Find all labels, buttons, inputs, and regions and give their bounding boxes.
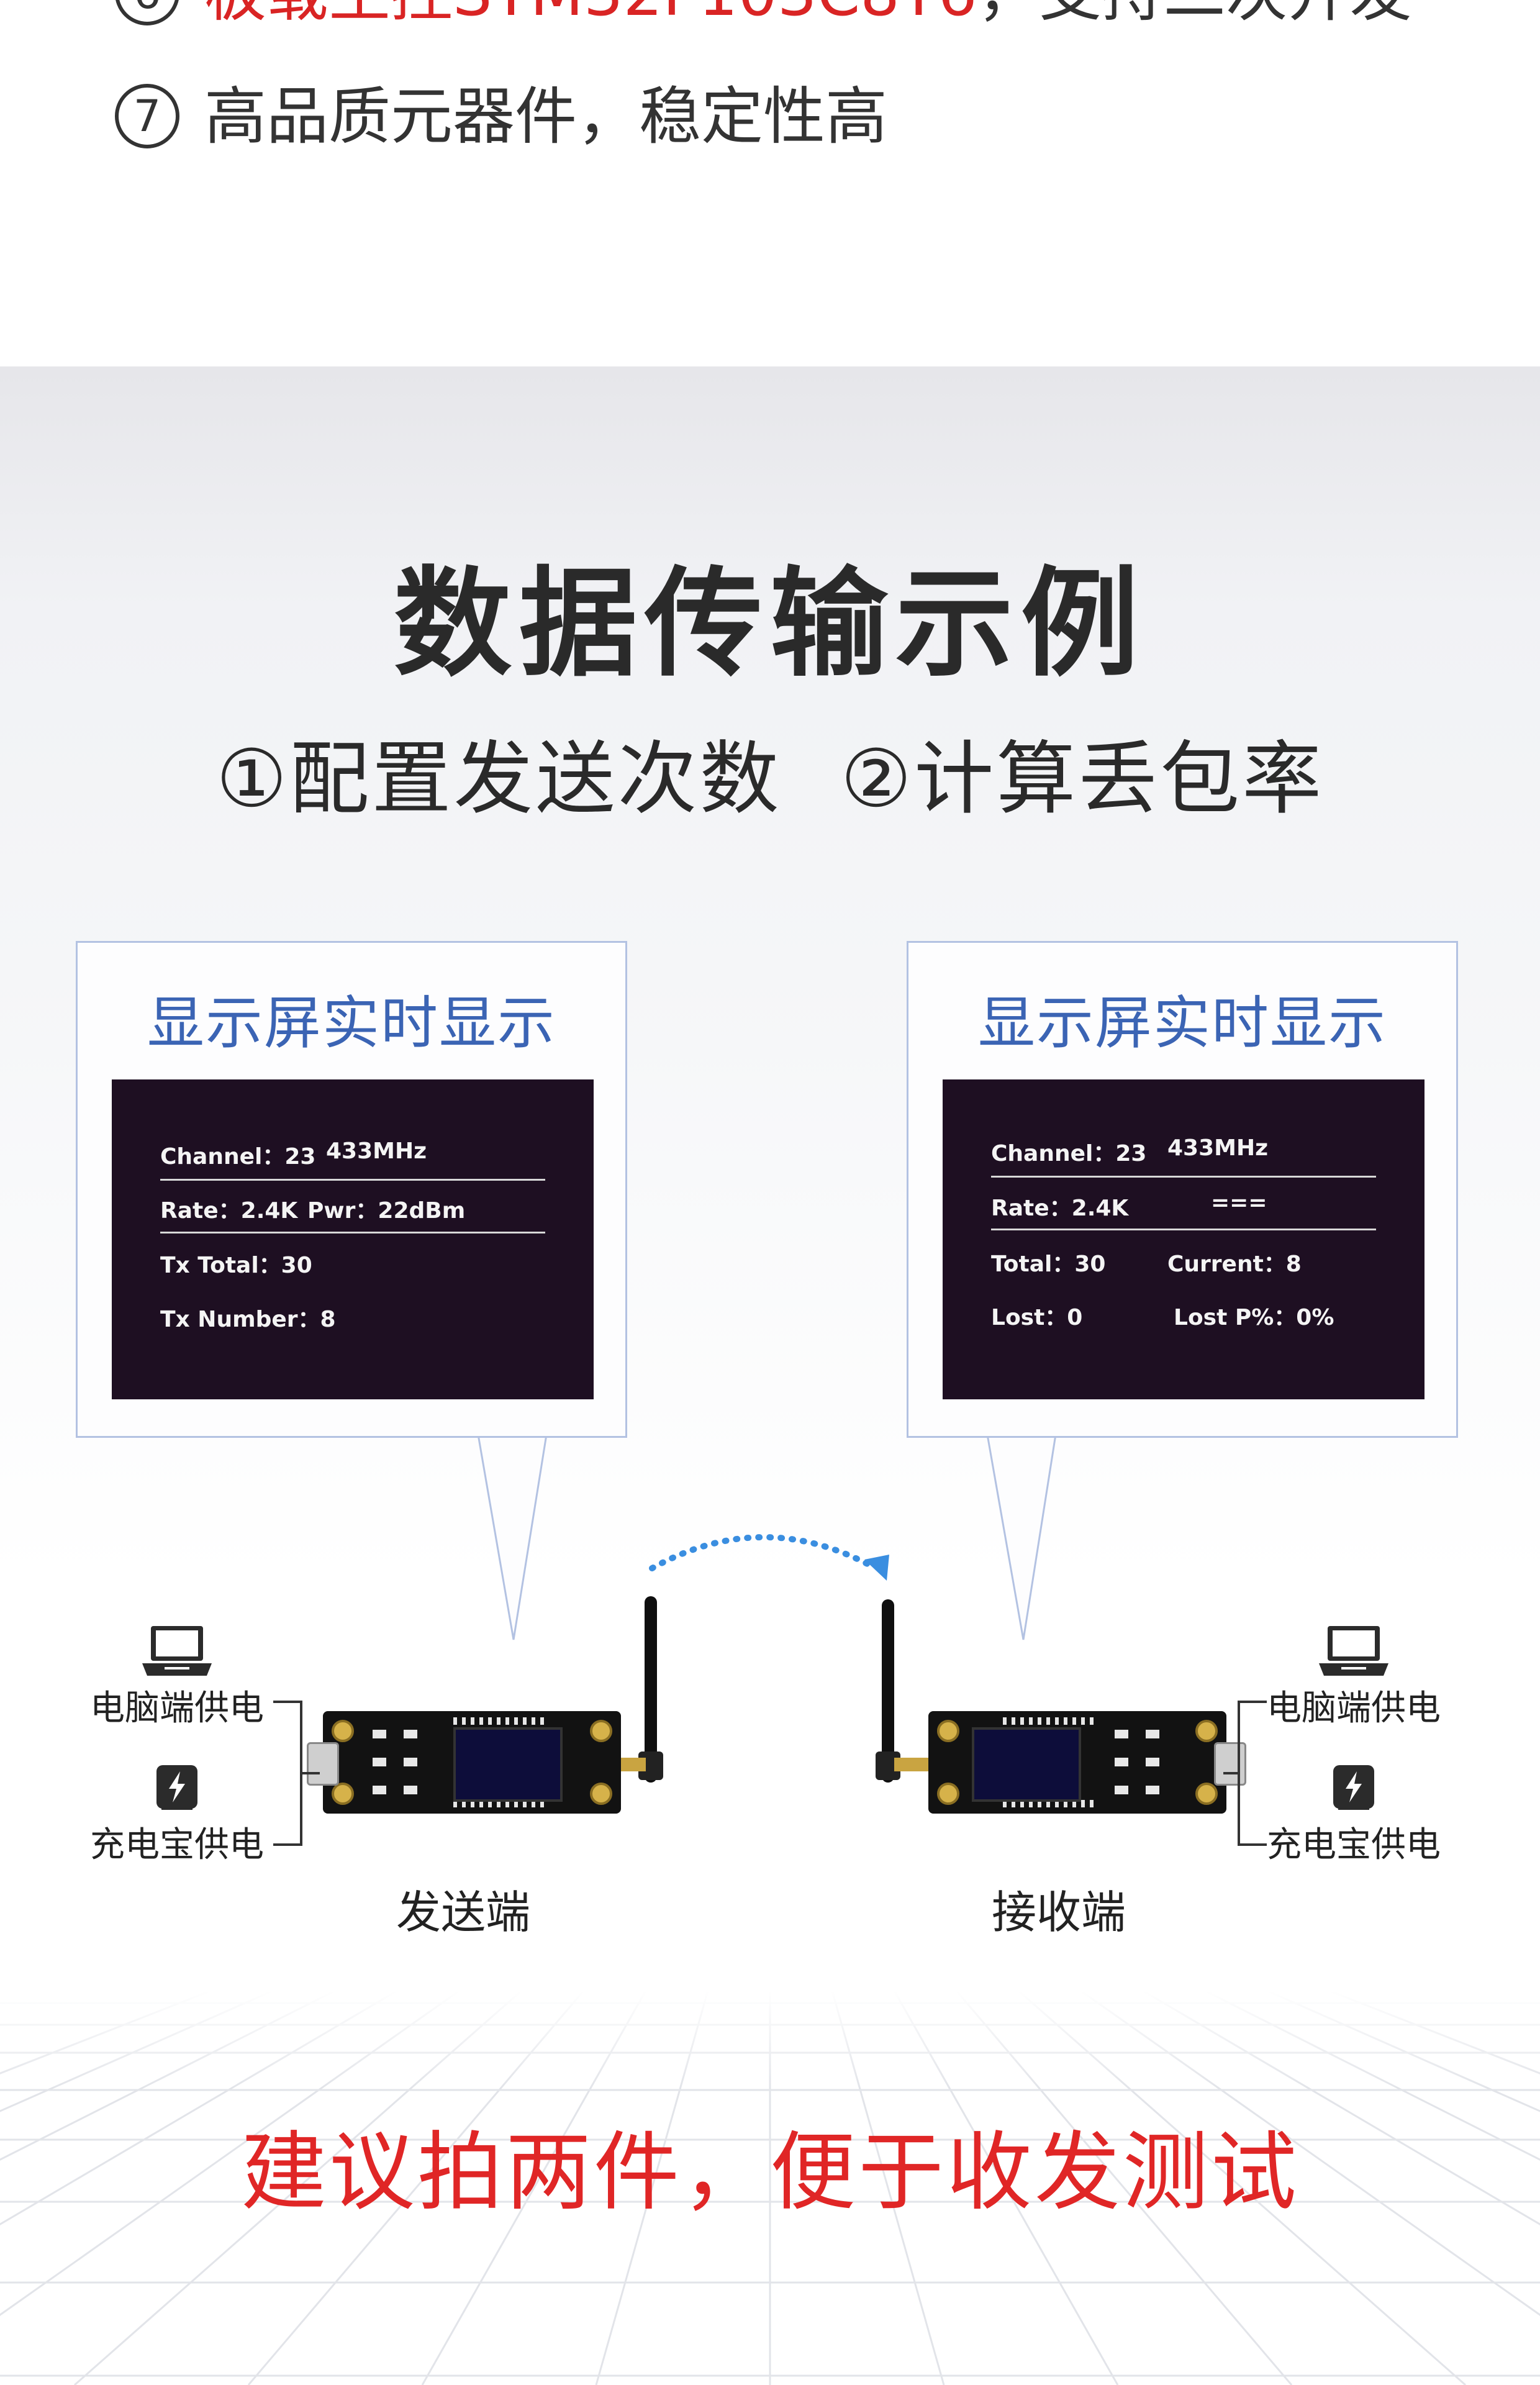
section-subtitle: ①配置发送次数 ②计算丢包率 xyxy=(0,714,1540,829)
usb-port xyxy=(307,1742,339,1786)
pin-header xyxy=(453,1717,546,1725)
power-bank-icon xyxy=(156,1765,197,1810)
receiver-current: Current：8 xyxy=(1167,1252,1302,1277)
feature-item-7: 7 高品质元器件，稳定性高 xyxy=(115,83,887,153)
sender-frequency: 433MHz xyxy=(326,1138,427,1164)
board-mount-hole xyxy=(937,1783,959,1805)
receiver-divider-2 xyxy=(991,1229,1376,1230)
feature-6-highlight: 板载主控STM32F103C8T6 xyxy=(204,0,977,30)
receiver-antenna-connector xyxy=(894,1758,928,1771)
power-bank-icon xyxy=(1333,1765,1374,1810)
sender-tx-total: Tx Total：30 xyxy=(160,1253,312,1278)
board-mount-hole xyxy=(332,1720,354,1742)
receiver-display-panel: 显示屏实时显示 Channel：23 433MHz Rate：2.4K === … xyxy=(907,941,1458,1438)
power-connector-lines xyxy=(273,1701,1267,1846)
sender-antenna xyxy=(645,1596,657,1783)
subtitle-step-2: ②计算丢包率 xyxy=(840,733,1325,825)
board-mount-hole xyxy=(590,1720,612,1742)
sender-channel: Channel：23 xyxy=(160,1144,316,1170)
section-title: 数据传输示例 xyxy=(393,555,1146,693)
board-mount-hole xyxy=(937,1720,959,1742)
pin-header xyxy=(1003,1717,1096,1725)
feature-7-text: 高品质元器件，稳定性高 xyxy=(204,80,887,153)
receiver-screen: Channel：23 433MHz Rate：2.4K === Total：30… xyxy=(943,1079,1424,1399)
board-oled xyxy=(453,1727,563,1802)
sender-tx-number: Tx Number：8 xyxy=(160,1307,336,1332)
receiver-panel-title: 显示屏实时显示 xyxy=(977,990,1387,1056)
feature-number-6: 6 xyxy=(115,0,179,25)
sender-display-panel: 显示屏实时显示 Channel：23 433MHz Rate：2.4K Pwr：… xyxy=(76,941,627,1438)
receiver-total: Total：30 xyxy=(991,1252,1106,1277)
receiver-label: 接收端 xyxy=(992,1886,1126,1938)
board-oled xyxy=(972,1727,1081,1802)
subtitle-step-1: ①配置发送次数 xyxy=(215,733,782,825)
board-mount-hole xyxy=(1195,1783,1218,1805)
feature-6-text: ，支持二次开发 xyxy=(977,0,1412,30)
sender-panel-title: 显示屏实时显示 xyxy=(147,990,556,1056)
laptop-icon xyxy=(142,1626,212,1676)
board-mount-hole xyxy=(332,1783,354,1805)
signal-arrow-icon xyxy=(649,1534,889,1581)
floor-grid xyxy=(0,1991,1540,2385)
receiver-power-bank: 充电宝供电 xyxy=(1267,1825,1441,1865)
receiver-channel: Channel：23 xyxy=(991,1141,1147,1166)
receiver-lost: Lost：0 xyxy=(991,1305,1083,1330)
board-mount-hole xyxy=(590,1783,612,1805)
board-mount-hole xyxy=(1195,1720,1218,1742)
usb-port xyxy=(1214,1742,1246,1786)
receiver-divider-1 xyxy=(991,1176,1376,1178)
sender-power: Pwr：22dBm xyxy=(307,1198,466,1224)
sender-divider-1 xyxy=(160,1179,545,1181)
bottom-note: 建议拍两件，便于收发测试 xyxy=(240,2122,1299,2222)
receiver-lost-percent: Lost P%：0% xyxy=(1174,1305,1334,1330)
receiver-power-pc: 电脑端供电 xyxy=(1267,1688,1441,1729)
sender-board xyxy=(307,1711,621,1814)
receiver-rate-indicator: === xyxy=(1211,1190,1267,1215)
receiver-antenna xyxy=(882,1599,894,1783)
receiver-frequency: 433MHz xyxy=(1167,1135,1269,1161)
sender-power-pc: 电脑端供电 xyxy=(90,1688,264,1729)
sender-rate: Rate：2.4K xyxy=(160,1198,298,1224)
pin-header xyxy=(1003,1800,1096,1807)
feature-list xyxy=(0,0,1540,366)
sender-power-bank: 充电宝供电 xyxy=(90,1825,264,1865)
sender-label: 发送端 xyxy=(396,1886,531,1938)
feature-item-6: 6 板载主控STM32F103C8T6，支持二次开发 xyxy=(115,0,1412,30)
receiver-board xyxy=(928,1711,1246,1814)
sender-divider-2 xyxy=(160,1232,545,1233)
pin-header xyxy=(453,1800,546,1807)
sender-screen: Channel：23 433MHz Rate：2.4K Pwr：22dBm Tx… xyxy=(112,1079,594,1399)
receiver-rate: Rate：2.4K xyxy=(991,1196,1129,1221)
laptop-icon xyxy=(1319,1626,1388,1676)
feature-number-7: 7 xyxy=(115,83,179,148)
